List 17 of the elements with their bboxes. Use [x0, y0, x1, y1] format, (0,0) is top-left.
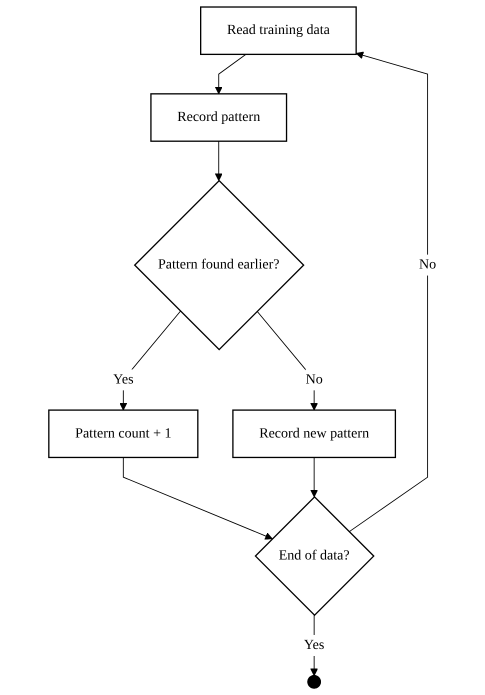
node-box: Read training data — [200, 6, 357, 56]
edge-label: Yes — [304, 638, 324, 652]
arrow — [119, 310, 181, 410]
node-diamond: End of data? — [254, 496, 375, 616]
node-box: Record pattern — [150, 93, 288, 142]
edge-label: No — [419, 257, 436, 272]
node-box: Record new pattern — [232, 409, 396, 458]
arrow — [256, 310, 318, 410]
arrow — [214, 140, 223, 182]
edge-label: Yes — [113, 372, 134, 387]
arrow — [214, 54, 246, 94]
arrow — [348, 52, 428, 532]
node-box: Pattern count + 1 — [48, 409, 198, 458]
arrow — [310, 457, 318, 498]
edge-label: No — [306, 372, 323, 387]
arrow — [122, 457, 273, 540]
node-diamond: Pattern found earlier? — [134, 180, 305, 351]
